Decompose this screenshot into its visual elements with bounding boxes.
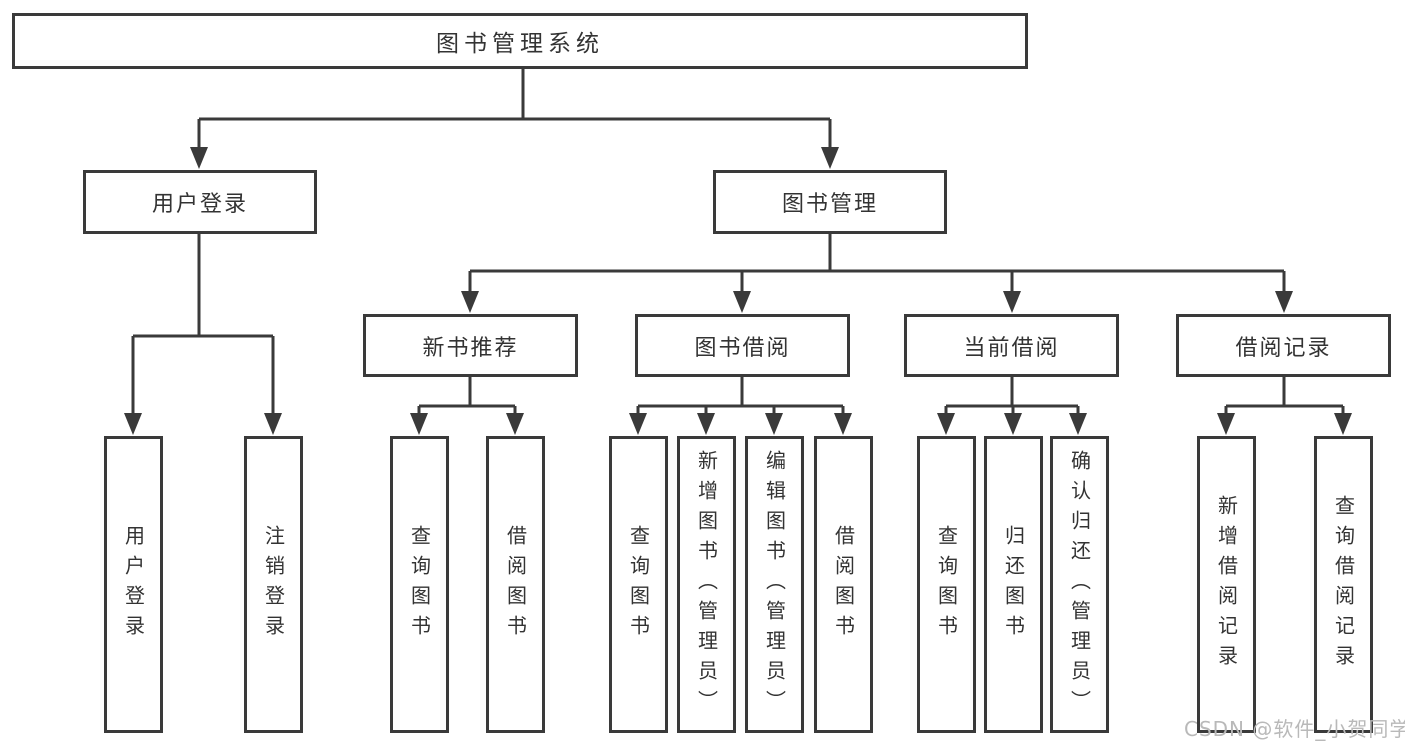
leaf-label: 编辑图书（管理员） [762, 449, 787, 720]
leaf-label: 新增图书（管理员） [694, 449, 719, 720]
node-book-management: 图书管理 [713, 170, 947, 234]
leaf-confirm-return-admin: 确认归还（管理员） [1050, 436, 1109, 733]
leaf-user-login: 用户登录 [104, 436, 163, 733]
leaf-label: 用户登录 [121, 524, 146, 645]
node-root: 图书管理系统 [12, 13, 1028, 69]
leaf-return-book: 归还图书 [984, 436, 1043, 733]
node-book-borrow: 图书借阅 [635, 314, 850, 377]
leaf-add-book-admin: 新增图书（管理员） [677, 436, 736, 733]
leaf-label: 借阅图书 [503, 524, 528, 645]
leaf-logout: 注销登录 [244, 436, 303, 733]
node-label: 图书管理 [781, 192, 878, 217]
node-current-borrow: 当前借阅 [904, 314, 1119, 377]
csdn-watermark: CSDN @软件_小贺同学 [1184, 717, 1405, 741]
leaf-label: 查询借阅记录 [1331, 494, 1356, 675]
node-borrow-records: 借阅记录 [1176, 314, 1391, 377]
leaf-borrow-books-borrow: 借阅图书 [814, 436, 873, 733]
node-label: 用户登录 [151, 192, 248, 217]
leaf-edit-book-admin: 编辑图书（管理员） [745, 436, 804, 733]
leaf-query-books-borrow: 查询图书 [609, 436, 668, 733]
node-label: 新书推荐 [422, 335, 519, 361]
leaf-query-books-recommend: 查询图书 [390, 436, 449, 733]
leaf-label: 查询图书 [407, 524, 432, 645]
leaf-label: 归还图书 [1001, 524, 1026, 645]
leaf-label: 注销登录 [261, 524, 286, 645]
node-label: 图书管理系统 [436, 31, 604, 57]
leaf-label: 确认归还（管理员） [1067, 449, 1092, 720]
node-user-login: 用户登录 [83, 170, 317, 234]
leaf-borrow-books-recommend: 借阅图书 [486, 436, 545, 733]
leaf-label: 新增借阅记录 [1214, 494, 1239, 675]
node-label: 图书借阅 [694, 335, 791, 361]
node-label: 借阅记录 [1235, 335, 1332, 361]
leaf-label: 查询图书 [934, 524, 959, 645]
leaf-query-books-current: 查询图书 [917, 436, 976, 733]
leaf-add-borrow-record: 新增借阅记录 [1197, 436, 1256, 733]
node-new-book-recommend: 新书推荐 [363, 314, 578, 377]
leaf-query-borrow-record: 查询借阅记录 [1314, 436, 1373, 733]
node-label: 当前借阅 [963, 335, 1060, 361]
leaf-label: 借阅图书 [831, 524, 856, 645]
leaf-label: 查询图书 [626, 524, 651, 645]
